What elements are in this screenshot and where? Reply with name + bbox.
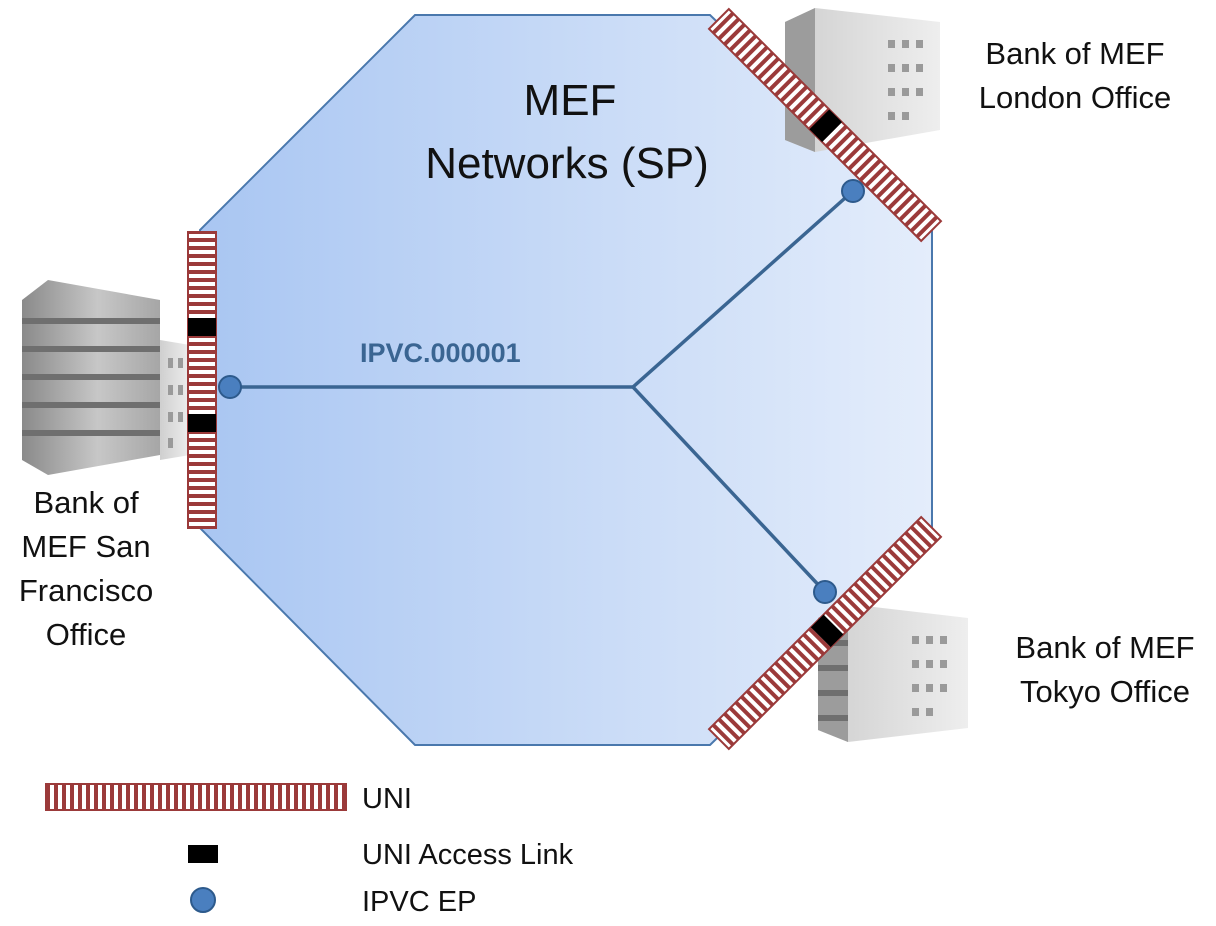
tokyo-office-label-line1: Bank of MEF: [1015, 630, 1194, 665]
sf-office-building-icon: [22, 280, 190, 475]
ipvc-endpoint-sf: [218, 375, 242, 399]
london-office-label-line2: London Office: [979, 80, 1171, 115]
sf-office-label-line2: MEF San: [21, 529, 150, 564]
uni-access-link-sf-1: [188, 318, 216, 336]
legend-uni-label: UNI: [362, 783, 412, 815]
london-office-label-line1: Bank of MEF: [985, 36, 1164, 71]
uni-london: [707, 7, 943, 243]
ipvc-paths: [230, 189, 855, 594]
legend-ipvc-ep-swatch: [190, 887, 216, 913]
sf-office-label-line4: Office: [46, 617, 126, 652]
ipvc-line-tokyo: [631, 385, 827, 594]
uni-access-link-tokyo: [810, 614, 844, 648]
uni-access-link-sf-2: [188, 414, 216, 432]
london-office-building-icon: [785, 8, 940, 152]
legend-access-link-swatch: [188, 845, 218, 863]
legend-uni-swatch: [45, 783, 347, 811]
legend: UNI UNI Access Link IPVC EP: [45, 783, 574, 918]
ipvc-endpoint-tokyo: [813, 580, 837, 604]
uni-access-link-london: [809, 109, 842, 142]
legend-ipvc-ep-label: IPVC EP: [362, 886, 476, 918]
uni-tokyo: [707, 515, 943, 751]
ipvc-label: IPVC.000001: [360, 338, 521, 368]
network-title-line2: Networks (SP): [425, 139, 709, 188]
sf-office-label-line3: Francisco: [19, 573, 153, 608]
uni-sf: [187, 231, 217, 529]
network-title-line1: MEF: [524, 76, 617, 125]
legend-access-link-label: UNI Access Link: [362, 839, 574, 871]
ipvc-line-london: [631, 189, 855, 389]
sf-office-label-line1: Bank of: [33, 485, 139, 520]
tokyo-office-label-line2: Tokyo Office: [1020, 674, 1190, 709]
ipvc-endpoint-london: [841, 179, 865, 203]
